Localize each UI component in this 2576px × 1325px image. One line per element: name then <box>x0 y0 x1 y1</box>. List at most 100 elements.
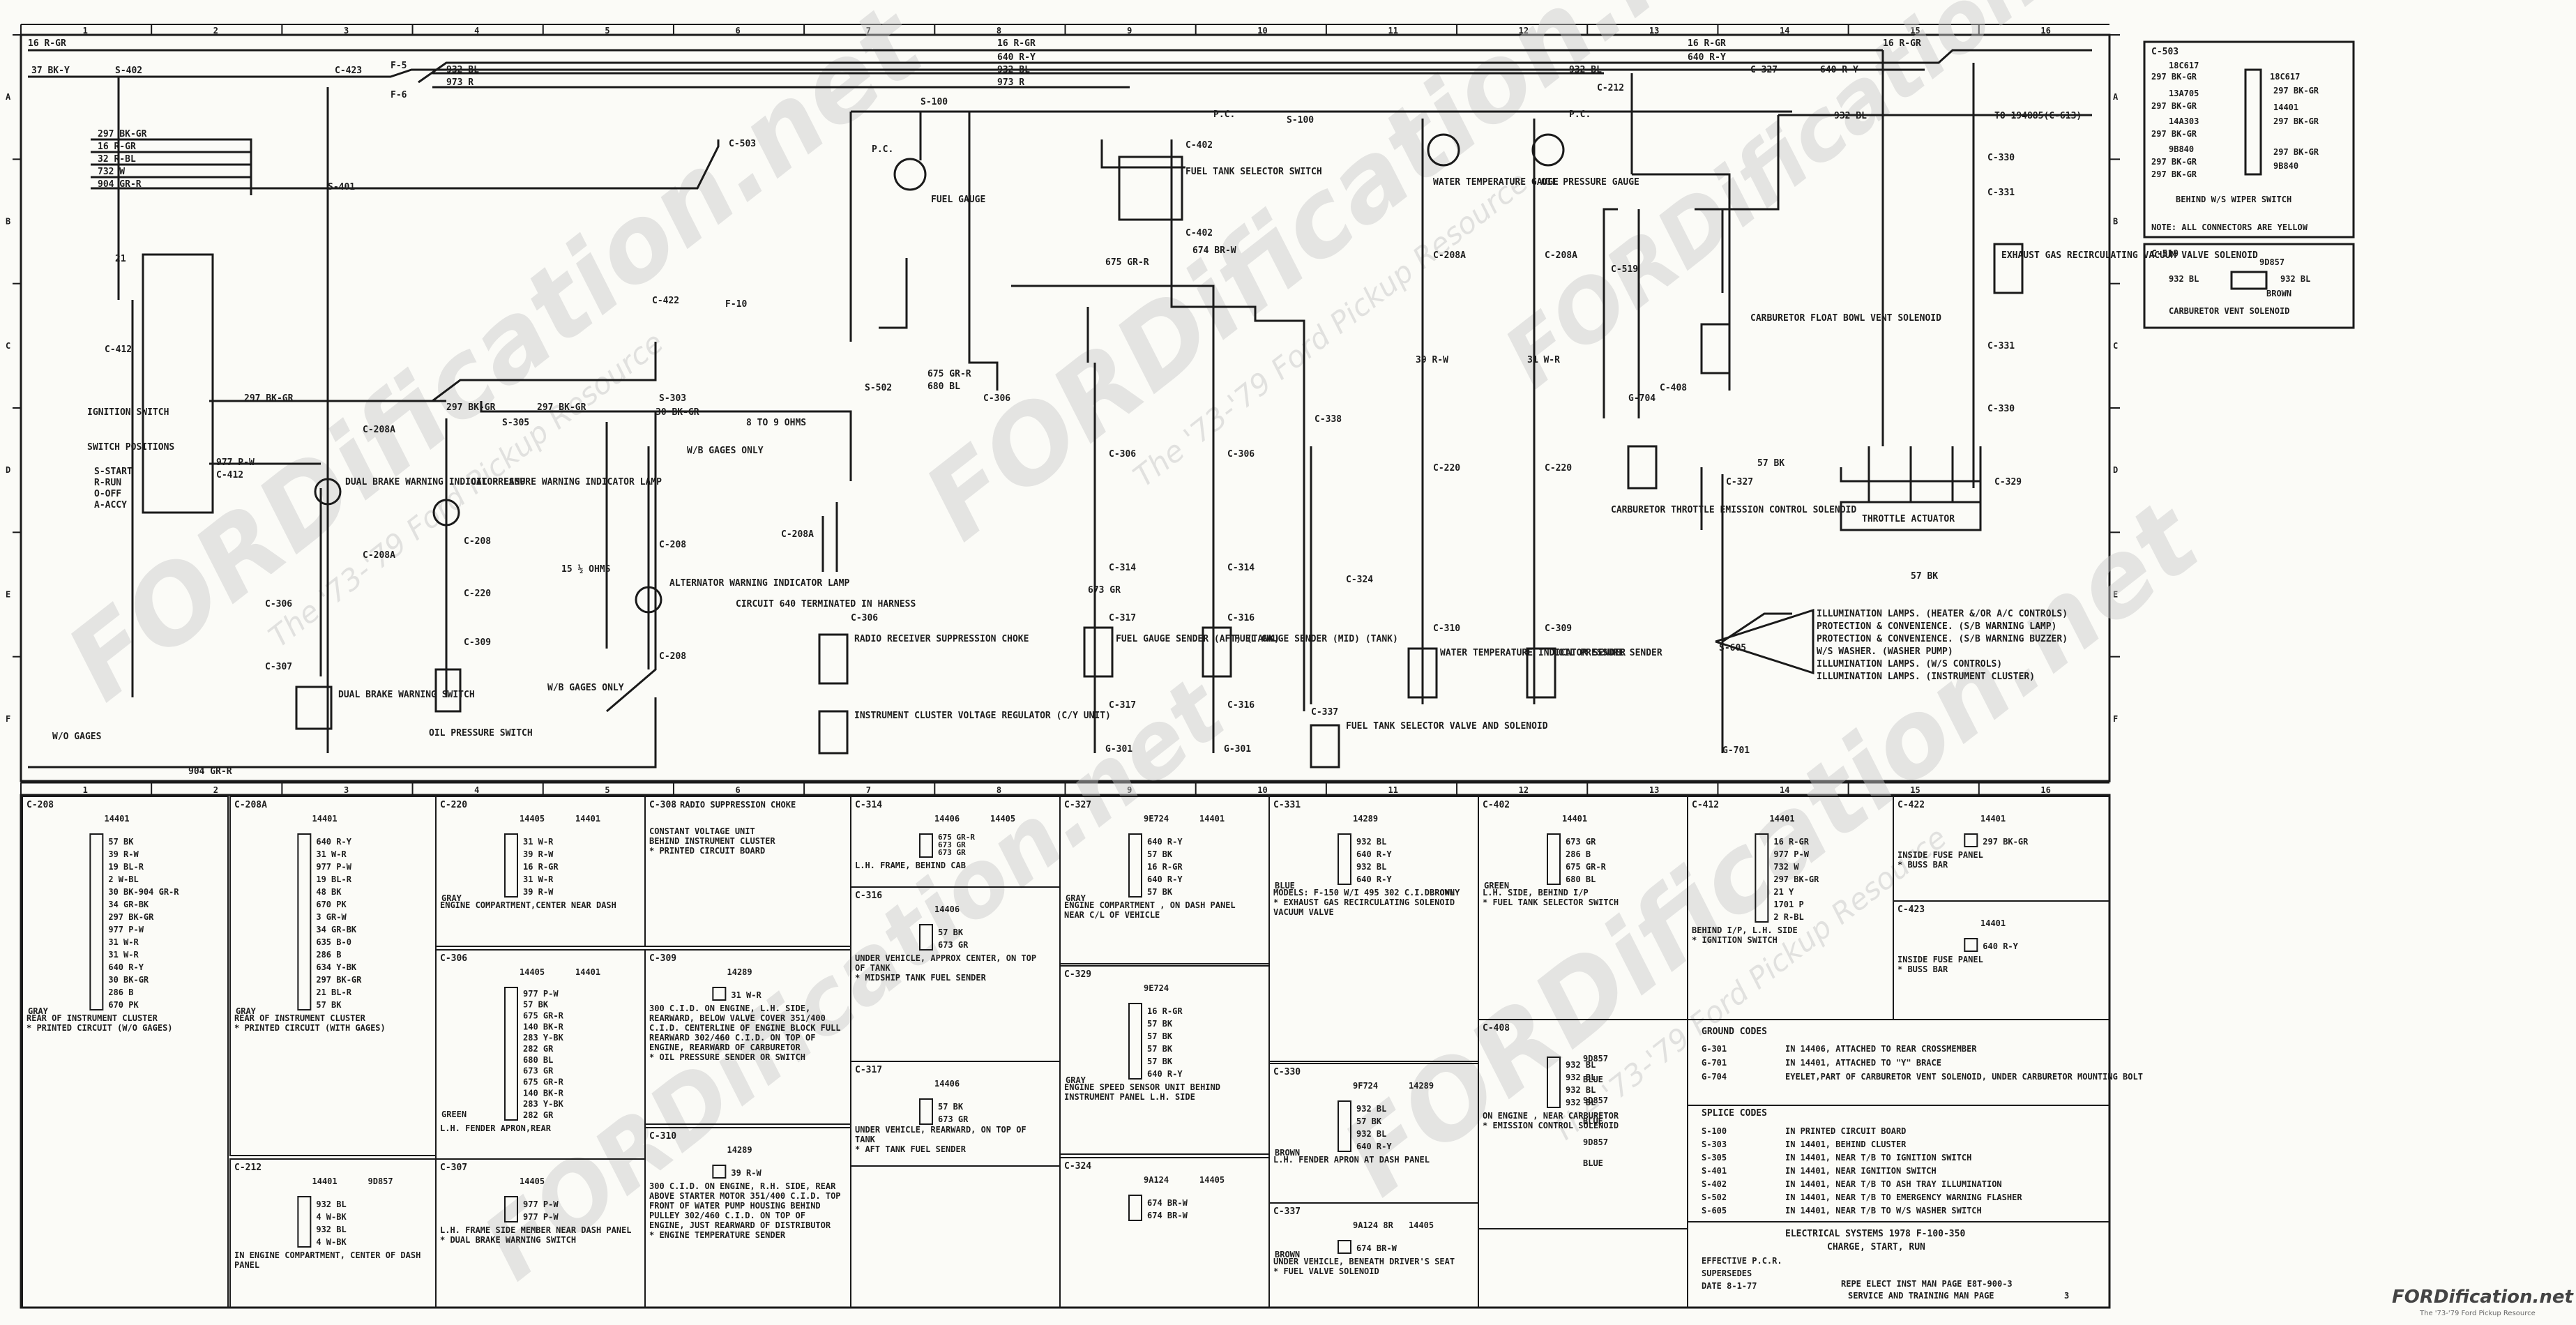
panel-pin-label: 977 P-W <box>523 1212 559 1222</box>
ground-g301-a: G-301 <box>1105 744 1132 755</box>
s605-item-5: ILLUMINATION LAMPS. (W/S CONTROLS) <box>1817 659 2002 669</box>
panel-pin-label: 932 BL <box>1356 837 1386 847</box>
column-label-mid: 1 <box>83 785 88 795</box>
panel-location-text: ENGINE, JUST REARWARD OF DISTRIBUTOR <box>649 1220 831 1230</box>
panel-part-number-2: 14401 <box>575 967 600 977</box>
panel-pin-label: 674 BR-W <box>1147 1198 1188 1208</box>
ground-g301-b: G-301 <box>1224 744 1251 755</box>
panel-pin-label: 57 BK <box>523 1000 549 1010</box>
panel-pin-label: 675 GR-R <box>523 1077 564 1087</box>
circuit-640-label: CIRCUIT 640 TERMINATED IN HARNESS <box>736 599 916 610</box>
splice-code-6-desc: IN 14401, NEAR T/B TO W/S WASHER SWITCH <box>1785 1206 1982 1216</box>
wire-31wr-a: 31 W-R <box>1527 355 1560 365</box>
panel-id: C-307 <box>440 1163 467 1173</box>
panel-id: C-212 <box>234 1163 262 1173</box>
panel-id: C-402 <box>1483 800 1510 810</box>
wire-37bky: 37 BK-Y <box>31 66 70 76</box>
connector-c316-b: C-316 <box>1227 700 1255 711</box>
c503-pin-l-0: 18C617 <box>2169 61 2199 70</box>
panel-part-number: 14406 <box>934 814 960 824</box>
panel-pin-label: 640 R-Y <box>1147 837 1183 847</box>
panel-pin-label: 634 Y-BK <box>316 962 357 972</box>
egr-solenoid-label: EXHAUST GAS RECIRCULATING VACUUM VALVE S… <box>2001 250 2258 261</box>
panel-connector-color: GREEN <box>441 1110 467 1119</box>
fuel-tank-selector-label: FUEL TANK SELECTOR SWITCH <box>1185 167 1322 177</box>
panel-pin-label: 635 B-0 <box>316 937 351 947</box>
panel-pin-label: 640 R-Y <box>1356 849 1392 859</box>
panel-pin-label: 640 R-Y <box>1147 1069 1183 1079</box>
panel-location-text: ON ENGINE , NEAR CARBURETOR <box>1483 1111 1619 1121</box>
panel-location-text: ABOVE STARTER MOTOR 351/400 C.I.D. TOP <box>649 1191 841 1201</box>
column-label-mid: 13 <box>1649 785 1659 795</box>
connector-c208a-d: C-208A <box>1545 250 1577 261</box>
connector-c307: C-307 <box>265 662 292 672</box>
switch-pos-off: O-OFF <box>94 489 121 499</box>
title-line-1: ELECTRICAL SYSTEMS 1978 F-100-350 <box>1785 1229 1965 1239</box>
panel-pin-label: 977 P-W <box>316 862 351 872</box>
panel-pin-label: 673 GR <box>938 848 966 857</box>
panel-pin-label: 675 GR-R <box>1566 862 1607 872</box>
panel-part-number-2: 9D857 <box>368 1176 393 1186</box>
column-label-mid: 12 <box>1519 785 1529 795</box>
water-temp-gauge-label: WATER TEMPERATURE GAUGE <box>1433 177 1559 188</box>
fuel-sender-aft-label: FUEL GAUGE SENDER (AFT) (TANK) <box>1116 634 1280 644</box>
row-label-right: F <box>2113 714 2118 724</box>
connector-c316-a: C-316 <box>1227 613 1255 623</box>
column-label-top: 14 <box>1780 26 1789 36</box>
connector-c310: C-310 <box>1433 623 1460 634</box>
row-label-left: F <box>6 714 10 724</box>
panel-location-text: ENGINE COMPARTMENT , ON DASH PANEL <box>1064 900 1236 910</box>
panel-pin-label: 286 B <box>316 950 341 960</box>
wire-297bkgr-c: 297 BK-GR <box>537 402 586 413</box>
column-label-mid: 7 <box>866 785 871 795</box>
panel-pin-label: 57 BK <box>1356 1116 1382 1126</box>
splice-code-0-id: S-100 <box>1702 1126 1727 1136</box>
panel-connector-color: GREEN <box>1484 881 1509 891</box>
splice-code-2-desc: IN 14401, NEAR T/B TO IGNITION SWITCH <box>1785 1153 1971 1163</box>
panel-location-text: 300 C.I.D. ON ENGINE, L.H. SIDE, <box>649 1004 810 1013</box>
connector-c331-b: C-331 <box>1987 341 2015 351</box>
panel-part-number: 14401 <box>1980 814 2006 824</box>
panel-id: C-330 <box>1273 1067 1301 1077</box>
panel-pin-label: 30 BK-GR <box>108 975 149 985</box>
panel-connector-color: BLUE <box>1583 1158 1603 1168</box>
splice-code-0-desc: IN PRINTED CIRCUIT BOARD <box>1785 1126 1906 1136</box>
splice-code-1-id: S-303 <box>1702 1140 1727 1149</box>
panel-pin-label: 31 W-R <box>523 837 554 847</box>
panel-part-number: 9D857 <box>1583 1137 1608 1147</box>
panel-pin-label: 673 GR <box>523 1066 554 1076</box>
wire-16rgr-d: 16 R-GR <box>1883 38 1921 49</box>
wire-30bkgr: 30 BK-GR <box>656 407 699 418</box>
splice-s502: S-502 <box>865 383 892 393</box>
connector-c503: C-503 <box>729 139 756 149</box>
connector-c306-d: C-306 <box>1227 449 1255 460</box>
column-label-top: 6 <box>736 26 741 36</box>
ground-code-1-desc: IN 14401, ATTACHED TO "Y" BRACE <box>1785 1058 1941 1068</box>
column-label-top: 1 <box>83 26 88 36</box>
wire-973r: 973 R <box>446 77 473 88</box>
panel-pin-label: 48 BK <box>316 887 342 897</box>
panel-part-number: 9A124 <box>1144 1175 1169 1185</box>
panel-pin-label: 16 R-GR <box>1773 837 1809 847</box>
panel-pin-label: 932 BL <box>1566 1098 1596 1107</box>
connector-c423: C-423 <box>335 66 362 76</box>
connector-c412-b: C-412 <box>216 470 243 480</box>
panel-pin-label: 4 W-BK <box>316 1212 347 1222</box>
connector-c331-a: C-331 <box>1987 188 2015 198</box>
panel-pin-label: 673 GR <box>938 940 969 950</box>
panel-pin-label: 297 BK-GR <box>316 975 362 985</box>
splice-code-1-desc: IN 14401, BEHIND CLUSTER <box>1785 1140 1907 1149</box>
wire-57bk-actuator: 57 BK <box>1757 458 1785 469</box>
panel-pin-label: 283 Y-BK <box>523 1033 564 1043</box>
column-label-top: 4 <box>474 26 479 36</box>
splice-s402: S-402 <box>115 66 142 76</box>
panel-title: RADIO SUPPRESSION CHOKE <box>680 800 796 810</box>
c503-note2: NOTE: ALL CONNECTORS ARE YELLOW <box>2151 222 2308 232</box>
panel-part-number: 14289 <box>727 1145 752 1155</box>
